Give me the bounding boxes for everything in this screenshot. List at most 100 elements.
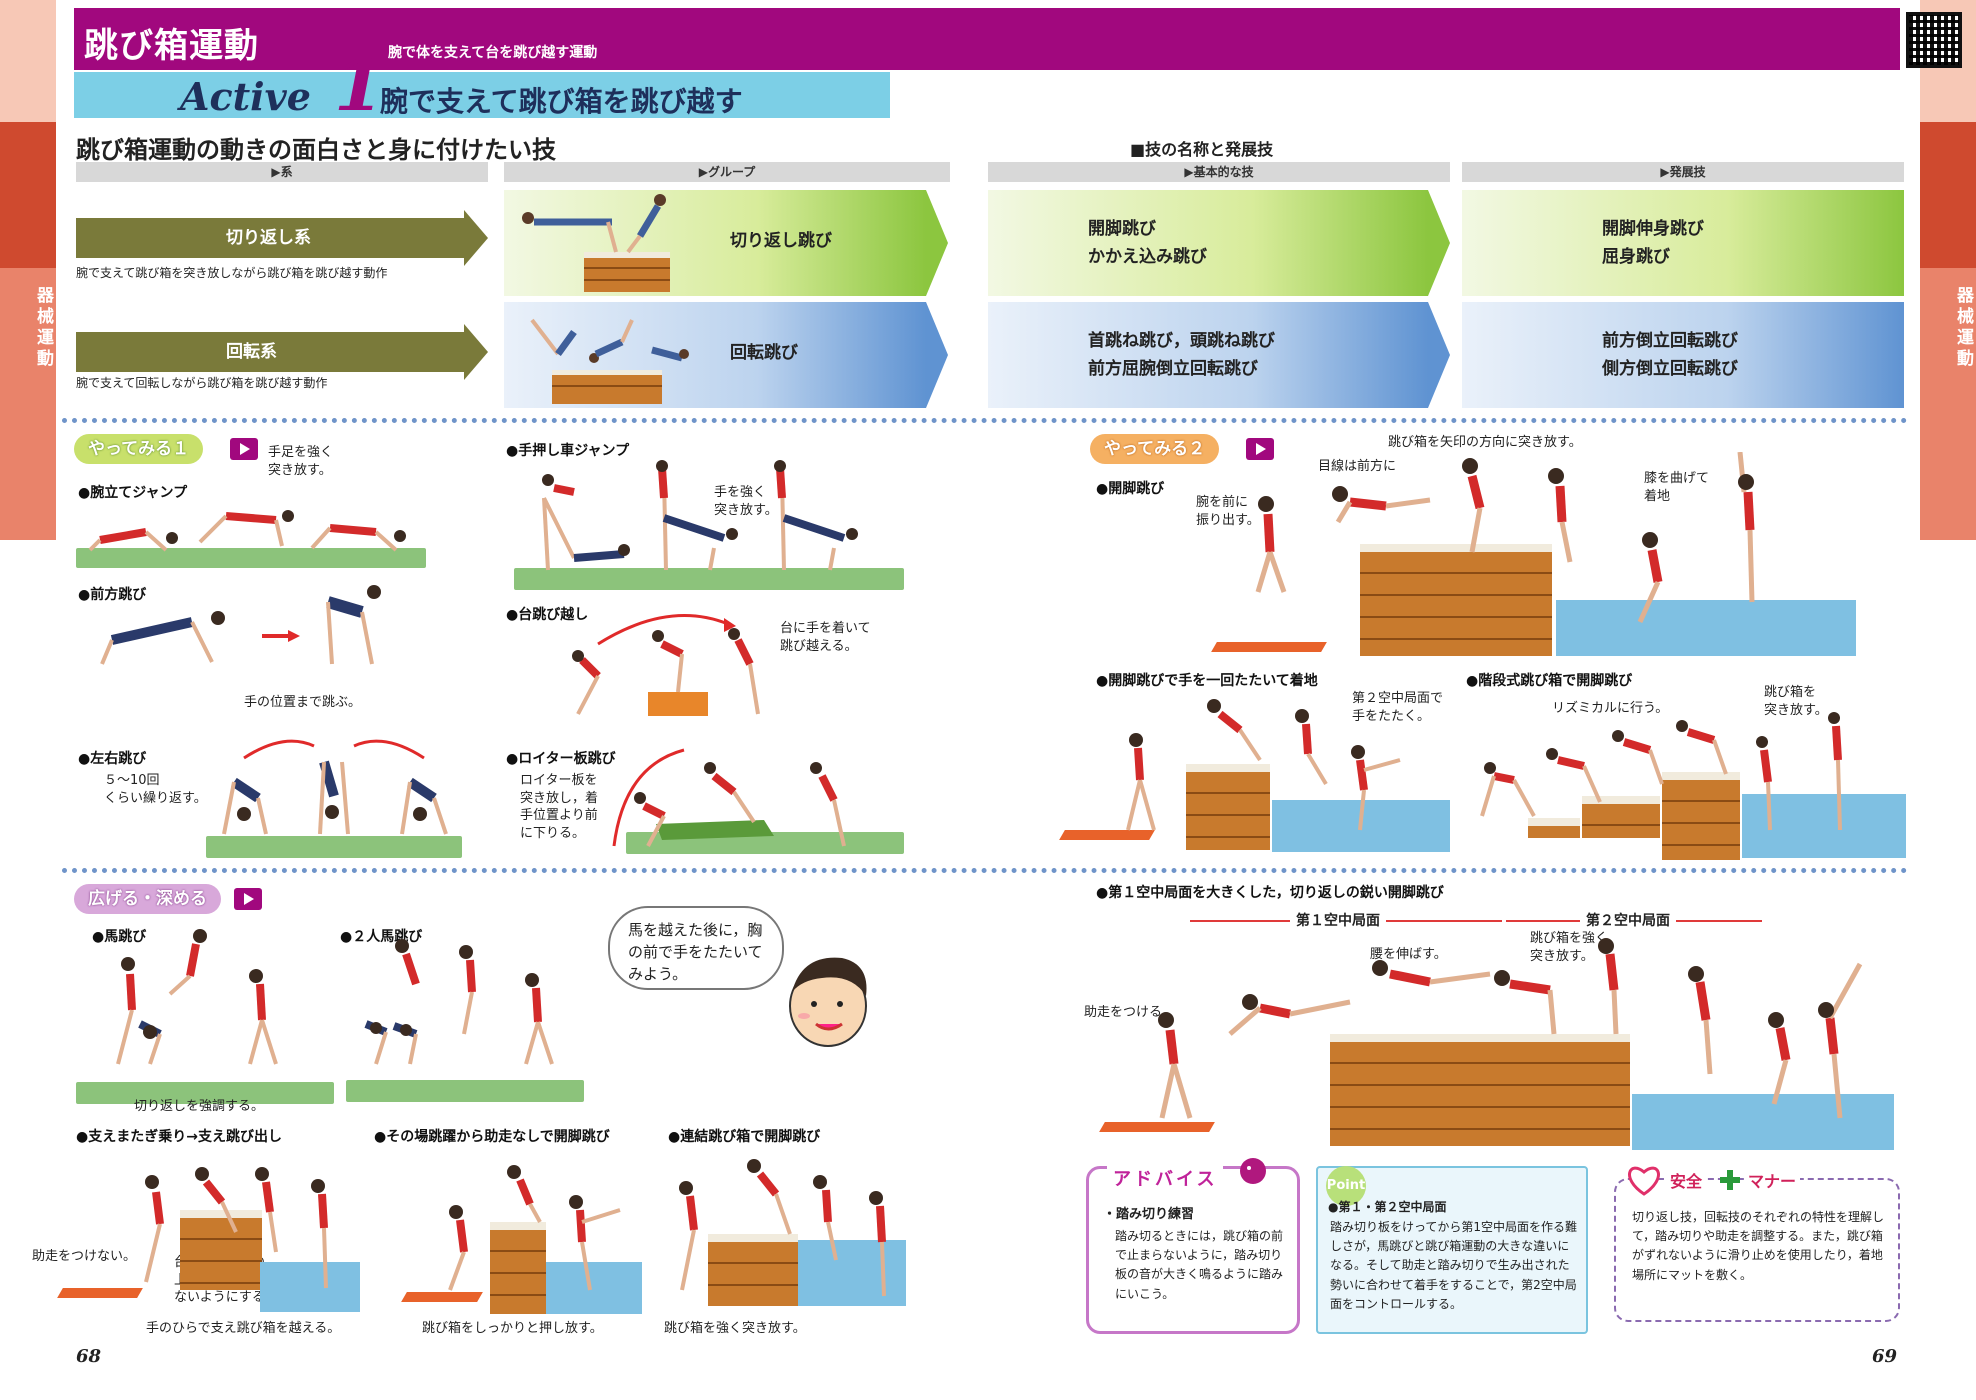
blue-mat-1 [1556,600,1856,656]
page-title: 跳び箱運動 [84,26,259,66]
point-title: ●第１・第２空中局面 [1328,1200,1447,1214]
title-band [74,8,1900,70]
speech-bubble: 馬を越えた後に，胸の前で手をたたいてみよう。 [608,906,784,990]
active-number: 1 [334,42,385,127]
reuther-board-photo [612,748,846,847]
sasae-sequence-photo [144,1167,328,1289]
page-subtitle: 腕で体を支えて台を跳び越す運動 [388,45,598,61]
big-note-1: 助走をつける。 [1084,1005,1176,1020]
yatte2-badge: やってみる２ [1090,434,1220,464]
right-side-label: 器械運動 [1953,286,1973,370]
group-chevron-kaiten: 回転跳び [504,302,948,408]
advanced-label-kirikaeshi-2: 屈身跳び [1602,247,1670,267]
yatte1-play-icon[interactable] [230,438,258,460]
uma-caption: 切り返しを強調する。 [134,1099,265,1114]
mid-item-title-3: ●ロイター板跳び [506,751,616,767]
vault-photo-kaiten [530,318,689,404]
kaikyaku-note-3: 腕を前に 振り出す。 [1196,495,1260,528]
basic-label-kirikaeshi-1: 開脚跳び [1088,219,1156,239]
left-tab-top [0,0,56,122]
forward-jump-caption: 手の位置まで跳ぶ。 [244,695,362,710]
green-mat-3 [514,568,904,590]
green-mat-2 [206,836,462,858]
vault-photo-kirikaeshi [522,194,670,292]
active-title: 腕で支えて跳び箱を跳び越す [380,85,743,118]
double-leapfrog-photo [364,939,554,1065]
heart-icon [1628,1166,1660,1196]
safety-title-b: マナー [1744,1168,1801,1192]
advice-panel: アドバイス ・踏み切り練習 踏み切るときには，跳び箱の前で止まらないように，踏み… [1086,1165,1300,1334]
phase2-label: 第２空中局面 [1580,910,1676,930]
kaikyaku-sequence-photo [1255,452,1755,624]
point-tag: Point [1326,1166,1366,1206]
safety-title-a: 安全 [1666,1168,1707,1192]
forward-jump-photo [100,585,381,665]
yatte1-item-title-3: ●左右跳び [78,751,147,767]
mid-item-caption-1: 手を強く 突き放す。 [714,485,778,518]
basic-chevron-kirikaeshi: 開脚跳び かかえ込み跳び [988,190,1450,296]
big-sequence-photo [1158,938,1863,1119]
step-sequence-photo [1480,712,1842,831]
col-head-advanced: ▶発展技 [1462,162,1904,182]
step-box-mid [1582,796,1660,838]
waza-heading: ■技の名称と発展技 [1130,140,1274,159]
advanced-box-kaiten: 前方倒立回転跳び 側方倒立回転跳び [1462,302,1904,408]
sasae-title: ●支えまたぎ乗り→支え跳び出し [76,1129,282,1145]
big-note-2: 腰を伸ばす。 [1370,947,1447,962]
vault-box-1 [1360,544,1552,656]
group-label-kaiten: 回転跳び [730,343,798,363]
phase1-label: 第１空中局面 [1290,910,1386,930]
advanced-label-kirikaeshi-1: 開脚伸身跳び [1602,219,1704,239]
step-box-high [1662,772,1740,860]
sasae-box [180,1210,262,1290]
system-desc-kirikaeshi: 腕で支えて跳び箱を突き放しながら跳び箱を跳び越す動作 [76,266,388,280]
page-number-left: 68 [76,1346,102,1367]
plus-icon [1720,1170,1740,1190]
sonoba-box [490,1222,546,1314]
blue-mat-7 [1632,1094,1894,1150]
blue-mat-5 [546,1262,642,1314]
clap-title: ●開脚跳びで手を一回たたいて着地 [1096,673,1318,689]
big-note-3: 跳び箱を強く 突き放す。 [1530,931,1609,964]
left-tab-mid [0,122,56,268]
system-arrow-kirikaeshi: 切り返し系 [76,210,488,266]
kaikyaku-note-1: 跳び箱を矢印の方向に突き放す。 [1388,435,1582,450]
right-tab-mid [1920,122,1976,268]
qr-code-icon[interactable] [1906,12,1962,68]
clap-note: 第２空中局面で 手をたたく。 [1352,691,1444,724]
point-panel: Point ●第１・第２空中局面 踏み切り板をけってから第1空中局面を作る難しさ… [1316,1166,1588,1334]
uma-title: ●馬跳び [92,929,147,945]
sasae-note-1: 助走をつけない。 [32,1249,137,1264]
renketsu-title: ●連結跳び箱で開脚跳び [668,1129,821,1145]
col-head-group: ▶グループ [504,162,950,182]
system-arrow-kaiten: 回転系 [76,324,488,380]
yatte1-item-title-1: ●腕立てジャンプ [78,485,188,501]
yatte1-badge: やってみる１ [74,434,204,464]
point-body: 踏み切り板をけってから第1空中局面を作る難しさが，馬跳びと跳び箱運動の大きな違い… [1330,1220,1578,1311]
mid-item-caption-3: ロイター板を 突き放し，着 手位置より前 に下りる。 [520,773,599,841]
yatte2-play-icon[interactable] [1246,438,1274,460]
yatte1-item-title-2: ●前方跳び [78,587,147,603]
advanced-label-kaiten-1: 前方倒立回転跳び [1602,331,1738,351]
left-side-label: 器械運動 [33,286,53,370]
basic-chevron-kaiten: 首跳ね跳び，頭跳ね跳び 前方屈腕倒立回転跳び [988,302,1450,408]
hirogeru-play-icon[interactable] [234,888,262,910]
basic-label-kaiten-1: 首跳ね跳び，頭跳ね跳び [1088,331,1275,351]
big-vault-box [1330,1034,1630,1146]
blue-mat-6 [798,1240,906,1306]
green-mat-5 [76,1082,334,1104]
advice-body: 踏み切るときには，跳び箱の前で止まらないように，踏み切り板の音が大きく鳴るように… [1115,1229,1284,1301]
right-tab-section [1920,268,1976,540]
sonoba-caption: 跳び箱をしっかりと押し放す。 [422,1321,603,1336]
basic-label-kaiten-2: 前方屈腕倒立回転跳び [1088,359,1258,379]
col-head-system: ▶系 [76,162,488,182]
kaikyaku-note-4: 膝を曲げて 着地 [1644,471,1710,504]
kaikyaku-note-2: 目線は前方に [1318,459,1397,474]
pushup-jump-photo [88,510,406,552]
active-word: Active [180,74,311,119]
kaikyaku-title: ●開脚跳び [1096,481,1165,497]
step-note-1: リズミカルに行う。 [1552,701,1669,716]
big-title: ●第１空中局面を大きくした，切り返しの鋭い開脚跳び [1096,885,1444,901]
separator-middle [62,868,1908,873]
